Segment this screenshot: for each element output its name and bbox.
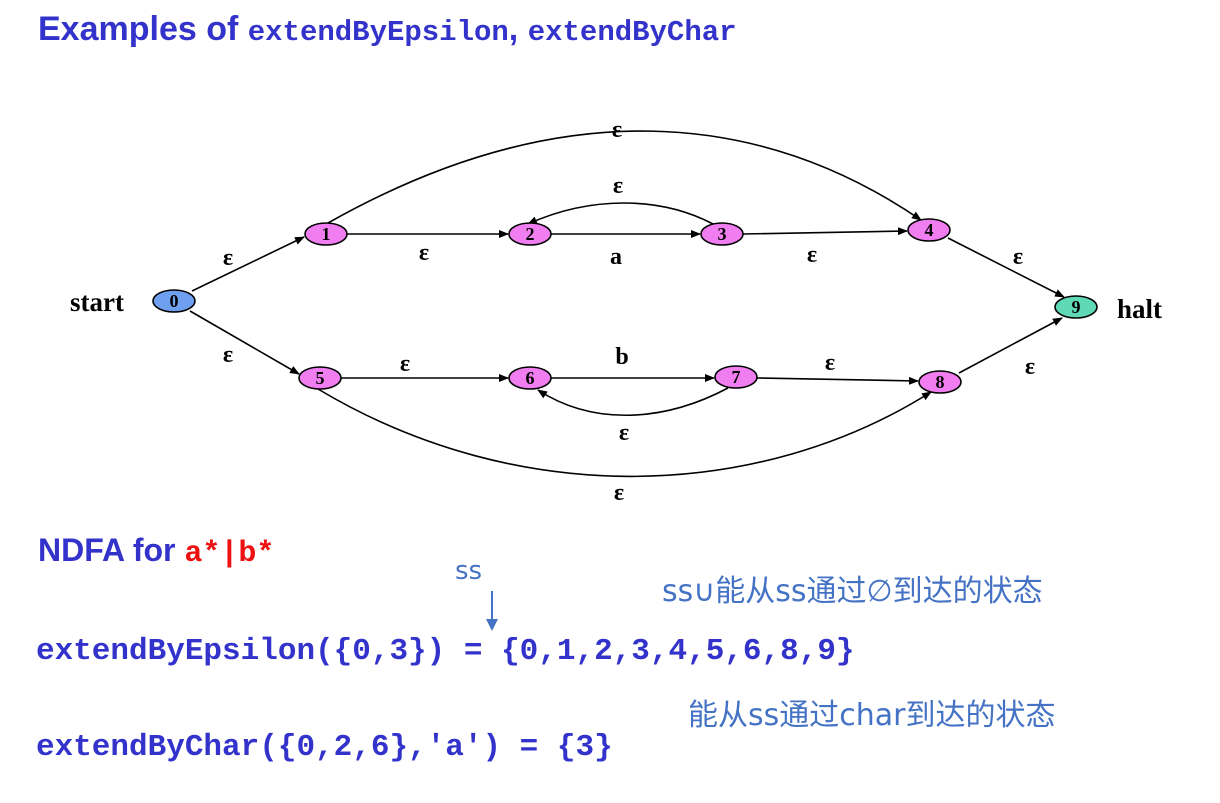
state-label-2: 2	[526, 224, 535, 244]
state-node-7	[714, 365, 758, 389]
char-note: 能从ss通过char到达的状态	[688, 698, 1056, 733]
start-label: start	[70, 287, 124, 317]
edge-label-3-2: ε	[613, 173, 623, 199]
edge-0-5	[189, 310, 300, 375]
ss-down-arrow-icon	[486, 591, 498, 631]
edge-label-7-6: ε	[619, 420, 629, 446]
state-node-9	[1054, 295, 1098, 319]
title-separator: ,	[508, 10, 528, 48]
edge-label-6-7: b	[615, 344, 628, 370]
epsilon-note: ss∪能从ss通过∅到达的状态	[662, 574, 1043, 609]
edge-7-8	[756, 376, 919, 385]
edge-label-0-1: ε	[223, 245, 233, 271]
state-label-4: 4	[925, 220, 934, 240]
state-label-8: 8	[936, 372, 945, 392]
edge-label-5-6: ε	[400, 351, 410, 377]
section-heading: NDFA for a*|b*	[38, 532, 274, 571]
edge-7-6	[537, 387, 729, 416]
state-node-5	[298, 366, 342, 390]
state-node-8	[918, 370, 962, 394]
section-regex: a*|b*	[184, 537, 275, 571]
edge-5-8	[317, 388, 932, 478]
state-node-2	[508, 222, 552, 246]
edge-label-3-4: ε	[807, 242, 817, 268]
edge-1-4	[327, 130, 922, 224]
title-prefix: Examples of	[38, 10, 248, 48]
title-function-epsilon: extendByEpsilon	[247, 16, 509, 49]
edge-label-4-9: ε	[1013, 244, 1023, 270]
edge-label-0-5: ε	[223, 342, 233, 368]
edge-label-1-2: ε	[419, 240, 429, 266]
edge-3-4	[742, 227, 908, 236]
edge-label-5-8: ε	[614, 480, 624, 506]
state-node-3	[700, 222, 744, 246]
edge-3-2	[527, 202, 714, 225]
state-node-6	[508, 366, 552, 390]
state-label-9: 9	[1072, 297, 1081, 317]
title-function-char: extendByChar	[527, 16, 737, 49]
halt-label: halt	[1117, 294, 1162, 324]
state-node-1	[304, 222, 348, 246]
state-label-6: 6	[526, 368, 535, 388]
state-label-5: 5	[316, 368, 325, 388]
ss-marker: ss	[455, 556, 483, 586]
ndfa-diagram: ε ε a ε ε ε ε ε ε b ε ε ε ε 0 1 2 3 4 5 6 7 8 9 start halt	[70, 117, 1162, 506]
state-node-4	[907, 218, 951, 242]
edge-0-1	[191, 236, 305, 292]
edge-label-7-8: ε	[825, 350, 835, 376]
state-label-7: 7	[732, 367, 741, 387]
section-label: NDFA for	[38, 532, 185, 568]
code-line-extend-by-char: extendByChar({0,2,6},'a') = {3}	[36, 730, 613, 765]
state-label-3: 3	[718, 224, 727, 244]
state-node-0	[152, 289, 196, 313]
state-label-1: 1	[322, 224, 331, 244]
slide-title: Examples of extendByEpsilon, extendByCha…	[38, 10, 737, 49]
edge-label-8-9: ε	[1025, 354, 1035, 380]
edge-label-2-3: a	[610, 244, 622, 270]
edge-4-9	[947, 237, 1065, 298]
state-label-0: 0	[170, 291, 179, 311]
edge-8-9	[958, 317, 1063, 374]
edge-label-1-4: ε	[612, 117, 622, 143]
code-line-extend-by-epsilon: extendByEpsilon({0,3}) = {0,1,2,3,4,5,6,…	[36, 634, 855, 669]
